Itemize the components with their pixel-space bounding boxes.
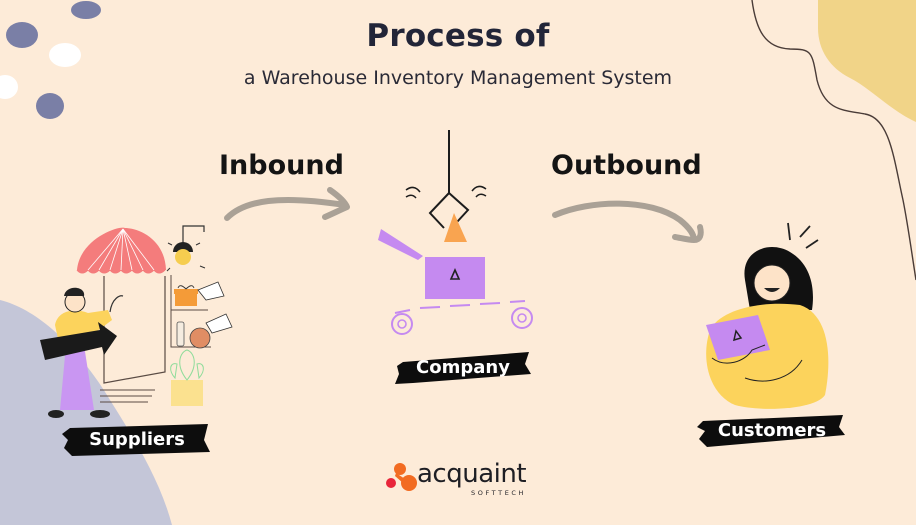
suppliers-label: Suppliers bbox=[89, 429, 185, 450]
dot-white bbox=[0, 75, 18, 99]
brand-logo: acquaint SOFTTECH bbox=[385, 459, 535, 497]
pot-icon bbox=[189, 327, 211, 349]
dot-slate bbox=[6, 22, 38, 48]
price-tag-icon bbox=[205, 313, 233, 334]
arrow-icon bbox=[40, 322, 117, 360]
outbound-label: Outbound bbox=[551, 150, 702, 181]
outbound-arrow bbox=[552, 200, 704, 243]
lamp-icon bbox=[182, 225, 205, 250]
dot-slate bbox=[71, 1, 101, 19]
yellow-blob bbox=[818, 0, 916, 122]
company-badge: Company bbox=[393, 350, 533, 386]
page-title: Process of bbox=[366, 18, 550, 54]
brand-name: acquaint bbox=[417, 459, 527, 489]
price-tag-icon bbox=[197, 281, 225, 301]
dot-slate bbox=[36, 93, 64, 119]
inbound-arrow bbox=[224, 187, 350, 221]
box-icon bbox=[425, 257, 485, 299]
dot-white bbox=[49, 43, 81, 67]
customers-badge: Customers bbox=[697, 413, 847, 449]
triangle-icon bbox=[444, 213, 467, 242]
gift-icon bbox=[175, 293, 197, 306]
logo-mark-icon bbox=[386, 463, 417, 491]
plant-icon bbox=[170, 349, 204, 381]
avatar-customer bbox=[753, 264, 791, 302]
claw-icon bbox=[428, 130, 470, 229]
page-subtitle: a Warehouse Inventory Management System bbox=[243, 67, 673, 89]
brand-tagline: SOFTTECH bbox=[471, 489, 527, 497]
plant-pot-icon bbox=[171, 380, 203, 406]
awning-icon bbox=[77, 227, 166, 270]
box-lid bbox=[378, 229, 423, 260]
wavy-line bbox=[751, 0, 916, 281]
suppliers-badge: Suppliers bbox=[62, 422, 212, 458]
company-label: Company bbox=[416, 357, 510, 378]
inbound-label: Inbound bbox=[219, 150, 344, 181]
customers-label: Customers bbox=[717, 420, 827, 441]
gray-blob bbox=[0, 300, 172, 525]
